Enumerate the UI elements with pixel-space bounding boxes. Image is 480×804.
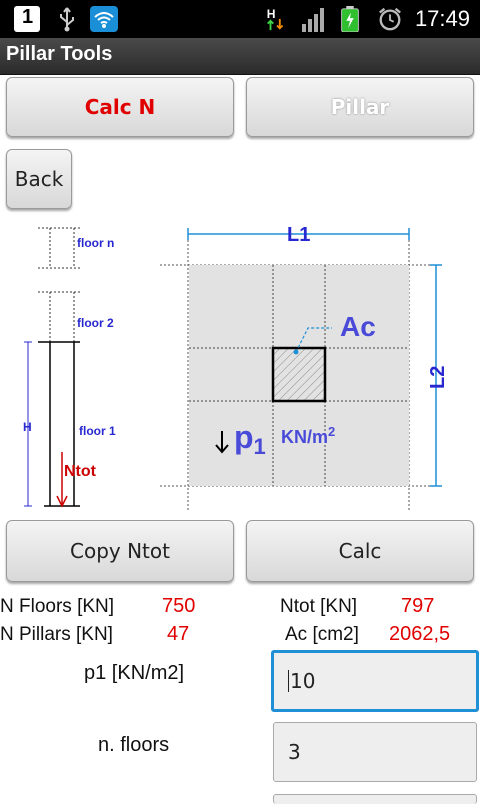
back-button[interactable]: Back <box>6 149 72 209</box>
app-title: Pillar Tools <box>6 43 113 65</box>
floor-2-label: floor 2 <box>77 316 114 330</box>
ntot-value: 797 <box>401 595 435 617</box>
signal-icon <box>302 8 324 32</box>
n-floors-label: N Floors [KN] <box>0 596 115 617</box>
ac-value: 2062,5 <box>389 623 451 645</box>
p1-subscript: 1 <box>254 434 266 459</box>
floors-input-label: n. floors <box>98 734 170 756</box>
status-bar: 1 H 17:49 <box>0 0 480 38</box>
clock-time: 17:49 <box>414 6 470 31</box>
height-label: H <box>23 420 32 434</box>
elevation-drawing <box>24 227 80 508</box>
floors-input-value: 3 <box>288 740 301 764</box>
n-floors-value: 750 <box>162 595 196 617</box>
hspa-data-icon: H <box>267 7 284 31</box>
floor-n-label: floor n <box>77 236 114 250</box>
p1-input-label: p1 [KN/m2] <box>84 662 185 684</box>
p1-symbol: p <box>234 419 254 455</box>
battery-charging-icon <box>341 6 359 32</box>
n-pillars-label: N Pillars [KN] <box>0 624 113 645</box>
p1-load-label: p1 <box>234 419 266 459</box>
p1-unit-label: KN/m2 <box>281 424 335 447</box>
plan-drawing <box>160 228 442 512</box>
text-cursor <box>288 670 289 692</box>
ac-area-label: Ac <box>340 311 376 342</box>
n-pillars-value: 47 <box>167 623 190 645</box>
usb-icon <box>60 7 74 32</box>
p1-input[interactable]: 10 <box>271 650 479 712</box>
pillar-button[interactable]: Pillar <box>246 77 474 137</box>
p1-unit: KN/m <box>281 427 328 447</box>
app-title-bar: Pillar Tools <box>0 38 480 75</box>
l2-dimension-label: L2 <box>427 366 449 389</box>
next-input-partial[interactable] <box>273 794 477 804</box>
svg-text:H: H <box>267 7 276 21</box>
ntot-load-label: Ntot <box>64 463 97 480</box>
l1-dimension-label: L1 <box>287 224 310 246</box>
p1-input-value: 10 <box>290 669 316 693</box>
copy-ntot-button[interactable]: Copy Ntot <box>6 520 234 582</box>
floors-input[interactable]: 3 <box>273 722 477 782</box>
ac-label: Ac [cm2] <box>285 624 359 645</box>
pillar-diagram: floor n floor 2 floor 1 H Ntot L1 L2 Ac … <box>23 224 449 512</box>
alarm-clock-icon <box>379 7 401 31</box>
floor-1-label: floor 1 <box>79 424 116 438</box>
notification-count: 1 <box>22 6 34 28</box>
calc-n-button[interactable]: Calc N <box>6 77 234 137</box>
ntot-label: Ntot [KN] <box>280 596 358 617</box>
p1-unit-superscript: 2 <box>328 424 335 439</box>
calc-button[interactable]: Calc <box>246 520 474 582</box>
notification-count-icon: 1 <box>14 6 40 32</box>
wifi-icon <box>90 6 118 32</box>
